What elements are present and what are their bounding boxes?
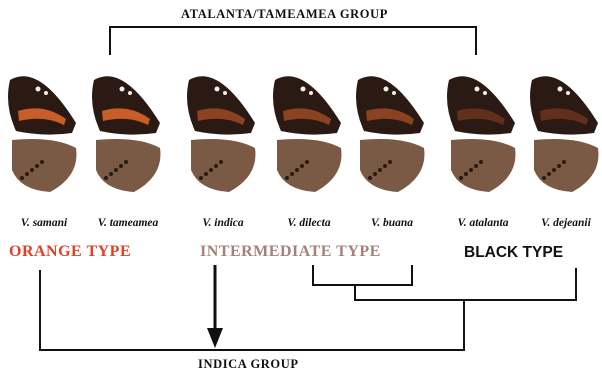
eyespot-dilecta: [305, 160, 309, 164]
atalanta-group-title: ATALANTA/TAMEAMEA GROUP: [181, 7, 388, 22]
eyespot-indica: [209, 168, 213, 172]
hindwing-dilecta: [277, 139, 341, 192]
indica-arrow-head: [207, 328, 223, 348]
eyespot-dejeanii: [542, 176, 546, 180]
apical-spot-atalanta: [475, 87, 480, 92]
hindwing-buana: [360, 139, 424, 192]
eyespot-dejeanii: [557, 164, 561, 168]
apical-spot-samani: [44, 91, 48, 95]
eyespot-dilecta: [290, 172, 294, 176]
eyespot-tameamea: [124, 160, 128, 164]
eyespot-indica: [214, 164, 218, 168]
species-label-dilecta: V. dilecta: [287, 217, 330, 229]
wing-buana: [356, 76, 424, 192]
species-label-indica: V. indica: [202, 217, 243, 229]
species-label-tameamea: V. tameamea: [98, 217, 158, 229]
eyespot-dilecta: [285, 176, 289, 180]
eyespot-samani: [20, 176, 24, 180]
eyespot-samani: [30, 168, 34, 172]
orange-type-label: ORANGE TYPE: [9, 243, 131, 261]
wing-tameamea: [92, 76, 160, 192]
wing-specimens: [8, 76, 598, 192]
hindwing-dejeanii: [534, 139, 598, 192]
hindwing-atalanta: [451, 139, 515, 192]
apical-spot-dilecta: [301, 87, 306, 92]
indica-group-title: INDICA GROUP: [198, 357, 299, 372]
eyespot-indica: [219, 160, 223, 164]
apical-spot-tameamea: [128, 91, 132, 95]
species-label-atalanta: V. atalanta: [458, 217, 509, 229]
indica-connector-orange: [40, 270, 464, 350]
eyespot-atalanta: [474, 164, 478, 168]
forewing-indica: [187, 76, 255, 134]
black-type-label: BLACK TYPE: [464, 244, 563, 262]
forewing-dilecta: [273, 76, 341, 134]
apical-spot-buana: [392, 91, 396, 95]
eyespot-atalanta: [479, 160, 483, 164]
species-label-dejeanii: V. dejeanii: [541, 217, 591, 229]
hindwing-indica: [191, 139, 255, 192]
eyespot-tameamea: [104, 176, 108, 180]
forewing-buana: [356, 76, 424, 134]
wing-samani: [8, 76, 76, 192]
apical-spot-buana: [384, 87, 389, 92]
wing-indica: [187, 76, 255, 192]
eyespot-atalanta: [459, 176, 463, 180]
eyespot-atalanta: [464, 172, 468, 176]
eyespot-buana: [388, 160, 392, 164]
eyespot-dilecta: [295, 168, 299, 172]
intermediate-type-label: INTERMEDIATE TYPE: [200, 243, 381, 261]
eyespot-atalanta: [469, 168, 473, 172]
eyespot-samani: [35, 164, 39, 168]
eyespot-tameamea: [119, 164, 123, 168]
species-label-buana: V. buana: [371, 217, 413, 229]
eyespot-buana: [383, 164, 387, 168]
forewing-dejeanii: [530, 76, 598, 134]
eyespot-samani: [40, 160, 44, 164]
eyespot-dejeanii: [547, 172, 551, 176]
eyespot-indica: [204, 172, 208, 176]
hindwing-tameamea: [96, 139, 160, 192]
apical-spot-dilecta: [309, 91, 313, 95]
wing-dilecta: [273, 76, 341, 192]
wing-atalanta: [447, 76, 515, 192]
atalanta-group-bracket: [110, 27, 476, 55]
apical-spot-tameamea: [120, 87, 125, 92]
apical-spot-samani: [36, 87, 41, 92]
intermediate-subbracket: [313, 265, 412, 285]
apical-spot-indica: [223, 91, 227, 95]
eyespot-buana: [368, 176, 372, 180]
eyespot-tameamea: [114, 168, 118, 172]
eyespot-samani: [25, 172, 29, 176]
eyespot-buana: [373, 172, 377, 176]
apical-spot-atalanta: [483, 91, 487, 95]
hindwing-samani: [12, 139, 76, 192]
eyespot-dejeanii: [552, 168, 556, 172]
forewing-tameamea: [92, 76, 160, 134]
eyespot-buana: [378, 168, 382, 172]
eyespot-dilecta: [300, 164, 304, 168]
eyespot-dejeanii: [562, 160, 566, 164]
eyespot-tameamea: [109, 172, 113, 176]
apical-spot-indica: [215, 87, 220, 92]
species-label-samani: V. samani: [21, 217, 67, 229]
apical-spot-dejeanii: [558, 87, 563, 92]
eyespot-indica: [199, 176, 203, 180]
forewing-samani: [8, 76, 76, 134]
forewing-atalanta: [447, 76, 515, 134]
apical-spot-dejeanii: [566, 91, 570, 95]
wing-dejeanii: [530, 76, 598, 192]
